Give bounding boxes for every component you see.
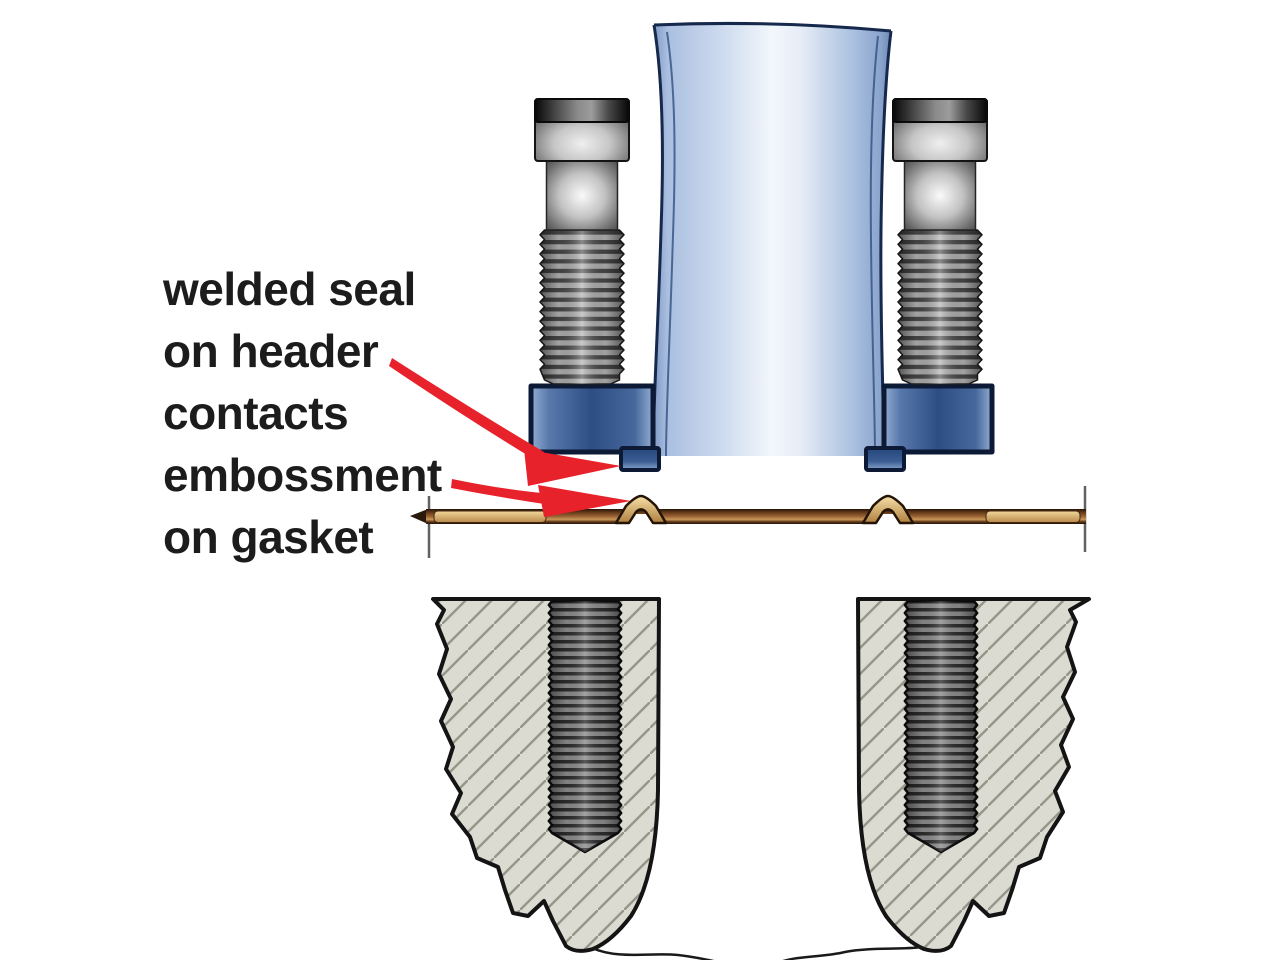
callout-arrows	[389, 358, 631, 517]
gasket-embossment-right	[861, 494, 915, 525]
header-tube-inner-line-left	[665, 31, 676, 457]
bolt-right-shank	[903, 160, 977, 231]
header-flange-left	[528, 383, 656, 455]
threaded-bolt-hole-left-shading	[548, 601, 622, 852]
bolt-left-threads-shading	[540, 230, 624, 384]
annotation-text: welded seal on header contacts embossmen…	[163, 258, 442, 568]
arrow-to-embossment-tail	[451, 479, 552, 505]
gasket-notch-right	[875, 514, 901, 525]
header-tube	[651, 21, 893, 457]
socket-head-bolt-left	[534, 98, 630, 385]
annotation-line-2: on header	[163, 325, 379, 377]
header-flange-right-body	[881, 383, 995, 455]
gasket-highlight-left	[433, 510, 547, 523]
gasket-embossment-left	[614, 494, 668, 525]
annotation-line-1: welded seal	[163, 263, 416, 315]
arrow-to-embossment-head	[538, 485, 631, 517]
gasket-left-taper	[410, 509, 428, 524]
arrow-to-welded-seal-tail	[389, 358, 544, 463]
gasket-notch-left	[628, 514, 654, 525]
annotation-line-4: embossment	[163, 449, 442, 501]
bolt-left-socket-cap	[534, 98, 630, 123]
annotation-line-3: contacts	[163, 387, 349, 439]
gasket-body	[426, 509, 1086, 524]
header-tube-body	[653, 23, 891, 456]
bolt-left-shank	[545, 160, 619, 231]
welded-seal-left	[619, 446, 661, 472]
header-tube-inner-line-right	[869, 35, 879, 457]
socket-head-bolt-right	[892, 98, 988, 385]
header-flange-left-body	[528, 383, 656, 455]
welded-seal-right	[864, 446, 906, 472]
exhaust-gasket	[410, 486, 1087, 558]
cylinder-head-left	[431, 597, 661, 953]
gasket-highlight-right	[985, 510, 1081, 523]
annotation-line-5: on gasket	[163, 511, 374, 563]
section-break-line	[591, 945, 923, 960]
threaded-bolt-hole-right-shading	[904, 601, 978, 852]
header-flange-right	[881, 383, 995, 455]
cylinder-head-right	[856, 597, 1091, 953]
cylinder-head-left-body	[431, 597, 661, 953]
arrow-to-welded-seal-head	[524, 449, 621, 486]
bolt-right-socket-cap	[892, 98, 988, 123]
bolt-right-threads-shading	[898, 230, 982, 384]
header-tube-top-edge	[653, 21, 892, 33]
